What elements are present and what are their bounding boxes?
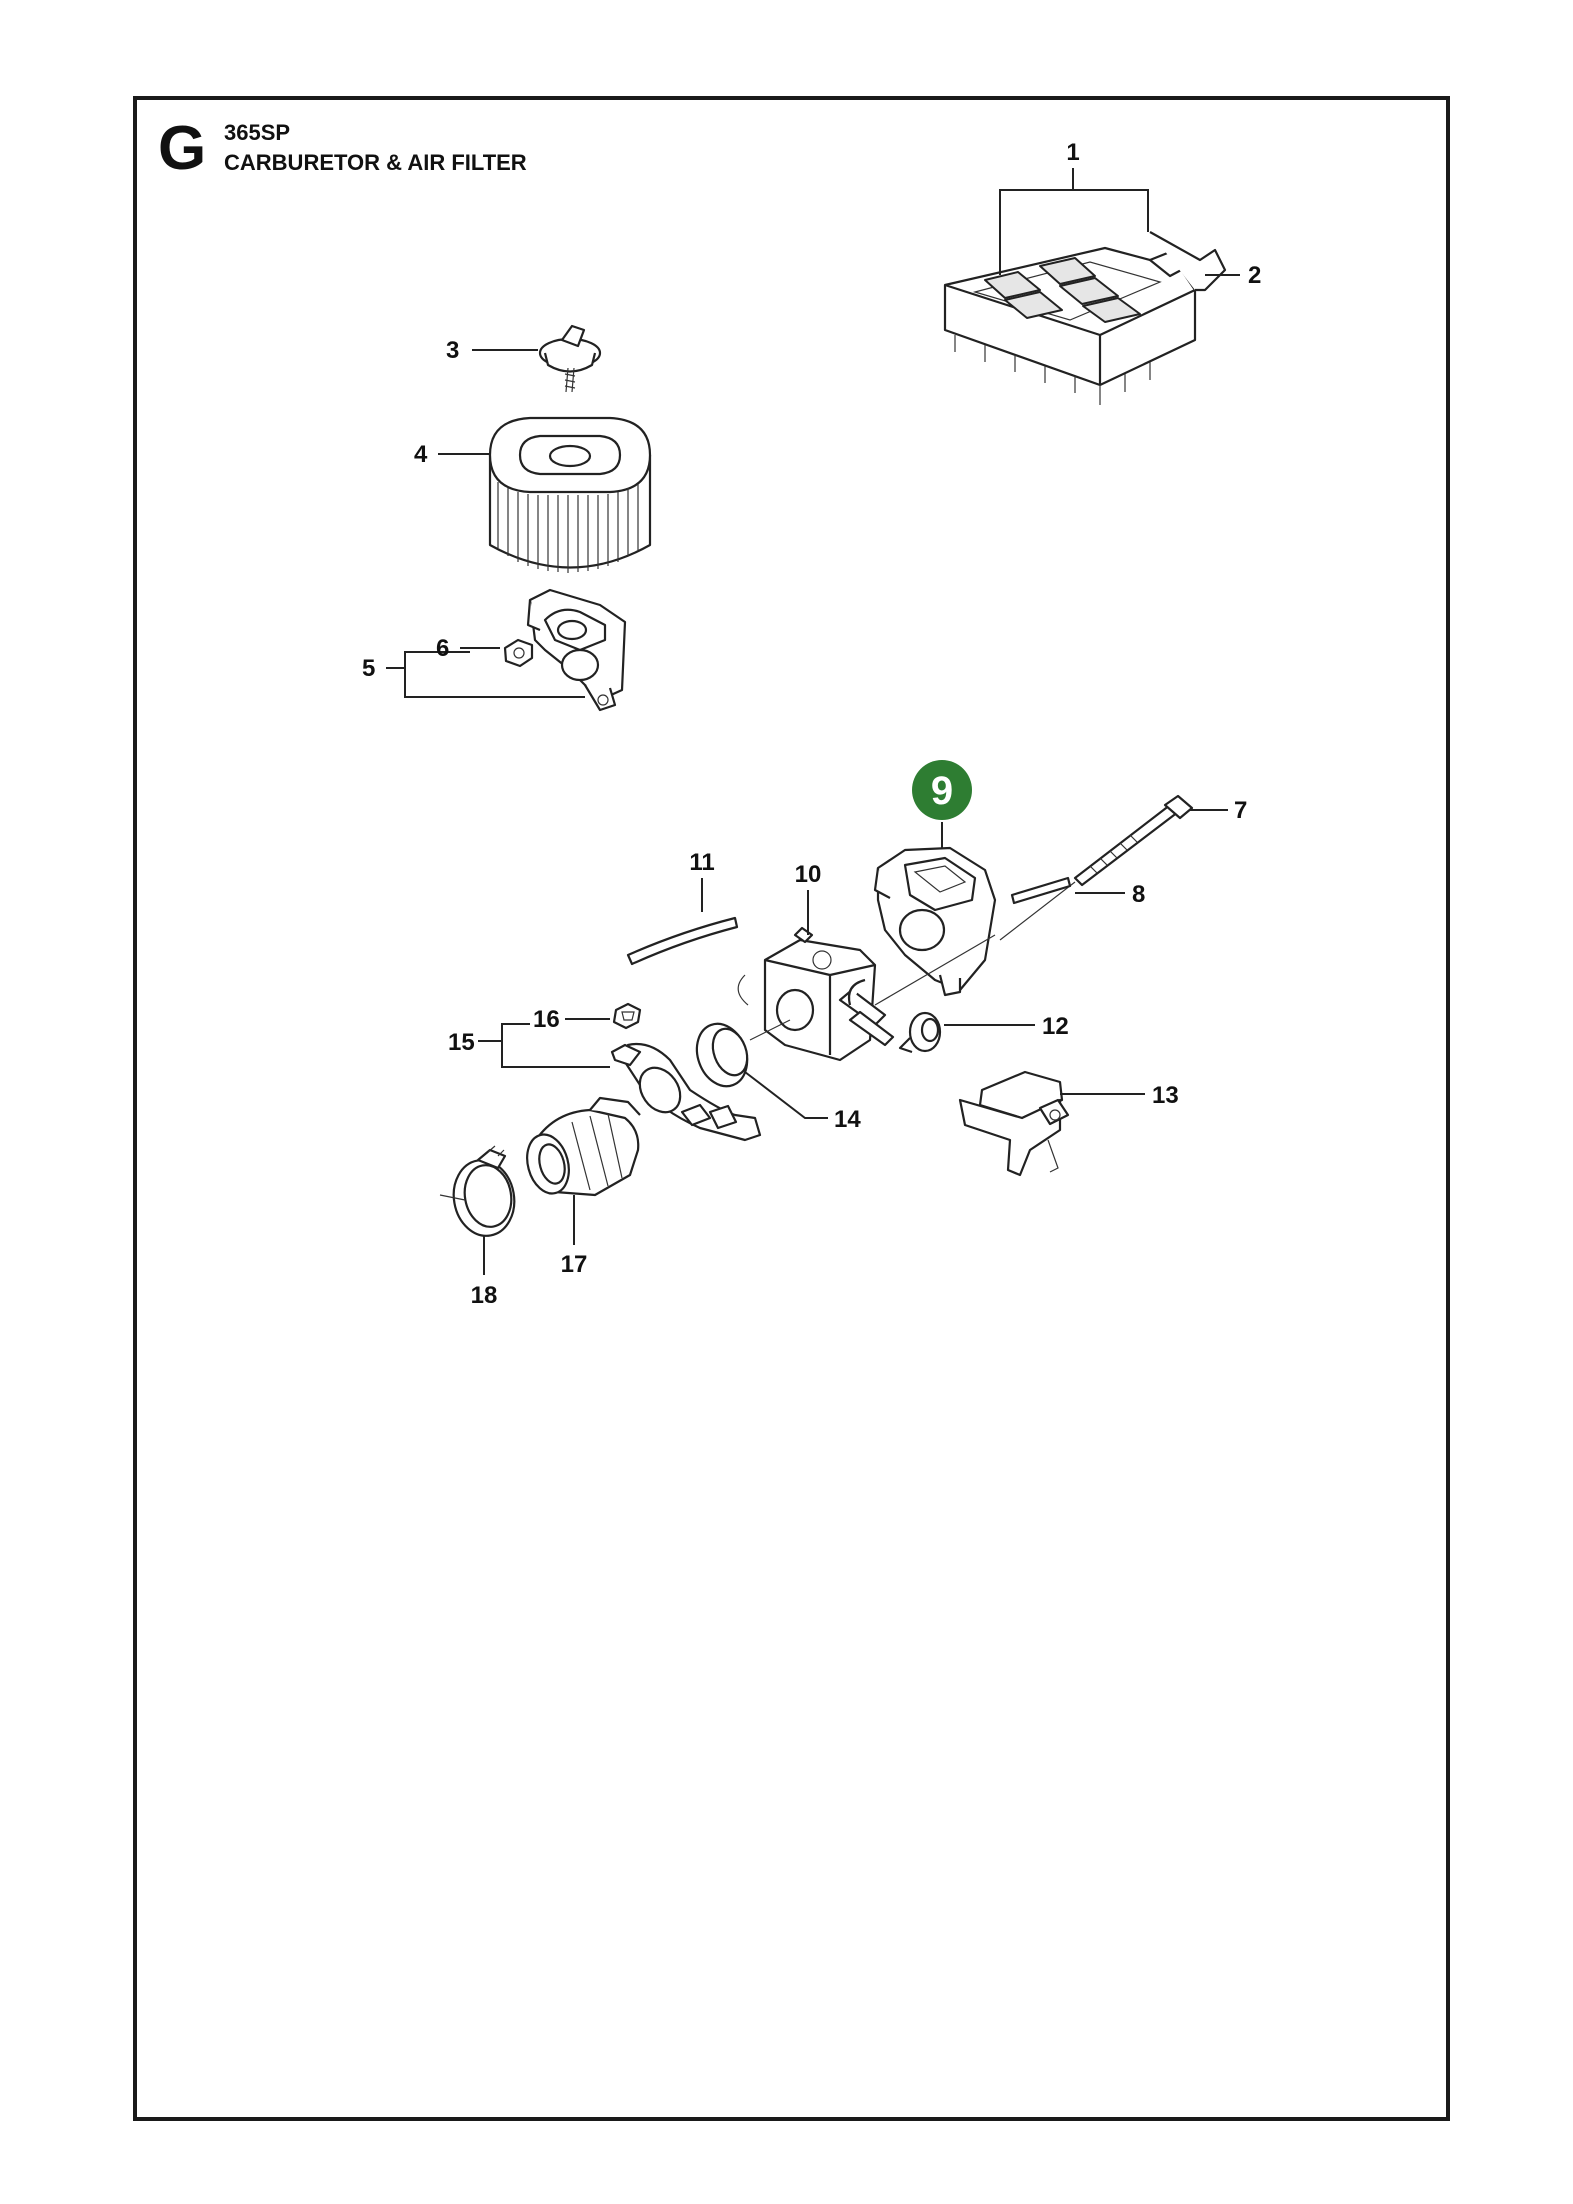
filter-holder[interactable] <box>526 588 627 712</box>
grommet[interactable] <box>898 1011 942 1054</box>
carburetor[interactable] <box>737 926 996 1062</box>
callout-label-2: 2 <box>1248 262 1261 289</box>
model-number: 365SP <box>224 120 291 145</box>
filter-knob[interactable] <box>538 324 602 393</box>
callout-label-12: 10 <box>795 861 822 888</box>
callout-15: 15 <box>448 1023 610 1068</box>
callout-12: 10 <box>795 861 822 935</box>
callout-11: 13 <box>1060 1082 1179 1109</box>
nut[interactable] <box>503 638 534 668</box>
diagram-title: CARBURETOR & AIR FILTER <box>224 150 527 175</box>
callout-16: 16 <box>533 1006 610 1033</box>
callout-8: 8 <box>1075 881 1145 908</box>
callout-17: 17 <box>561 1195 588 1278</box>
section-letter: G <box>158 114 207 183</box>
callout-4: 4 <box>414 441 490 468</box>
callout-label-10: 12 <box>1042 1013 1069 1040</box>
hose-clamp[interactable] <box>439 1145 520 1241</box>
carburetor-spacer[interactable] <box>873 846 997 997</box>
callout-14: 14 <box>744 1071 861 1133</box>
callout-label-16: 16 <box>533 1006 560 1033</box>
callout-label-14: 14 <box>834 1106 861 1133</box>
callout-label-11: 13 <box>1152 1082 1179 1109</box>
callout-label-18: 18 <box>471 1282 498 1309</box>
bolt[interactable] <box>999 794 1194 941</box>
throttle-lever[interactable] <box>610 1042 762 1142</box>
callout-label-5: 5 <box>362 655 375 682</box>
callout-label-8: 8 <box>1132 881 1145 908</box>
callout-18: 18 <box>471 1236 498 1309</box>
callout-10: 12 <box>944 1013 1069 1040</box>
callout-3: 3 <box>446 337 538 364</box>
highlight-label: 9 <box>931 769 953 813</box>
intake-boot[interactable] <box>521 1096 641 1198</box>
callout-label-17: 17 <box>561 1251 588 1278</box>
ring-gasket[interactable] <box>689 1017 791 1094</box>
clip[interactable] <box>612 1002 642 1030</box>
callout-label-13: 11 <box>689 849 714 876</box>
callout-13: 11 <box>689 849 715 912</box>
air-filter-element[interactable] <box>488 416 652 573</box>
callout-1: 1 <box>999 139 1149 275</box>
fuel-hose[interactable] <box>626 916 739 966</box>
bracket[interactable] <box>958 1070 1070 1177</box>
callout-label-15: 15 <box>448 1029 475 1056</box>
callout-label-6: 6 <box>436 635 449 662</box>
air-filter-cover[interactable] <box>943 231 1227 405</box>
callout-label-7: 7 <box>1234 797 1247 824</box>
callout-label-1: 1 <box>1066 139 1079 166</box>
callout-7: 7 <box>1190 797 1247 824</box>
callout-2: 2 <box>1205 262 1261 289</box>
page-frame <box>133 96 1450 2121</box>
highlight-circle <box>912 760 972 820</box>
callout-6: 6 <box>436 635 500 662</box>
callout-5: 5 <box>362 651 585 698</box>
callout-label-3: 3 <box>446 337 459 364</box>
rod[interactable] <box>1010 876 1072 905</box>
callout-label-4: 4 <box>414 441 428 468</box>
highlight-badge: 9 <box>912 760 972 850</box>
